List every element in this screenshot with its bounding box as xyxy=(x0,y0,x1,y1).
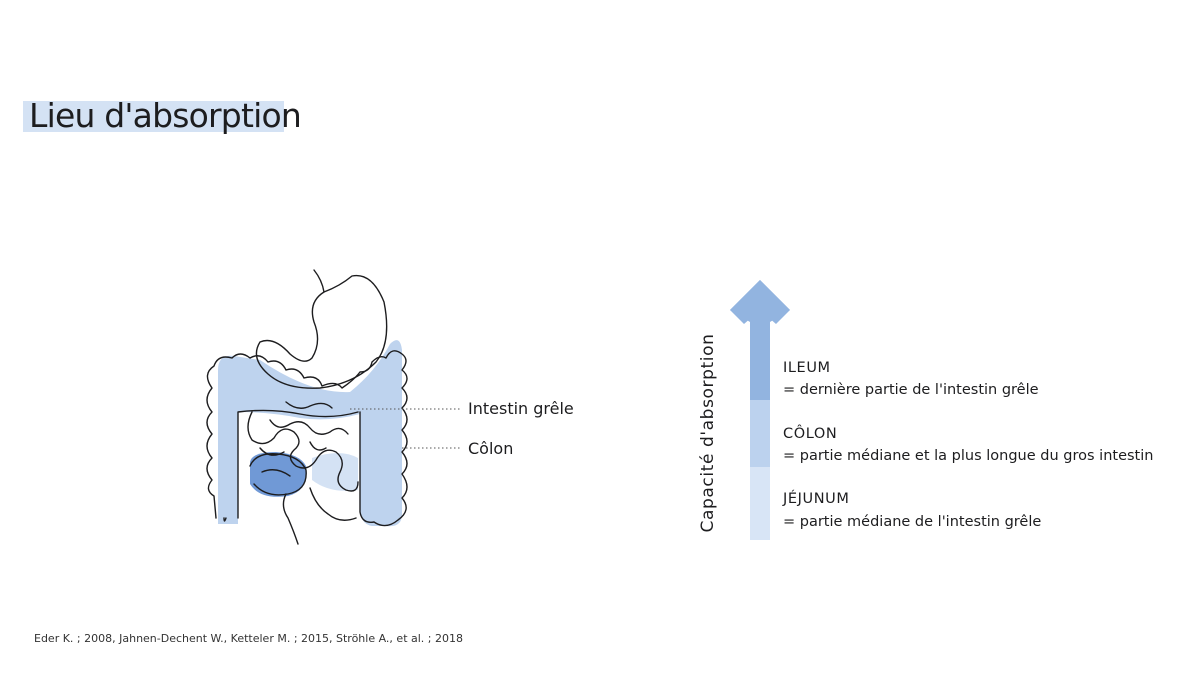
arrow-segment-ileum xyxy=(750,310,770,400)
colon-description: = partie médiane et la plus longue du gr… xyxy=(783,448,1154,464)
small-intestine-label: Intestin grêle xyxy=(468,399,574,418)
small-intestine-highlight xyxy=(312,453,358,491)
colon-name: CÔLON xyxy=(783,426,838,442)
arrow-segment-jejunum xyxy=(750,467,770,540)
colon-shape xyxy=(218,340,402,527)
axis-label: Capacité d'absorption xyxy=(698,333,718,533)
absorption-arrow xyxy=(730,280,790,540)
stomach-outline xyxy=(255,274,388,389)
page-title: Lieu d'absorption xyxy=(29,96,302,135)
appendix-outline xyxy=(223,517,227,522)
rectum-outline xyxy=(282,493,299,545)
jejunum-description: = partie médiane de l'intestin grêle xyxy=(783,514,1042,530)
arrow-segment-colon xyxy=(750,400,770,467)
esophagus-outline xyxy=(313,269,325,293)
ileum-name: ILEUM xyxy=(783,360,831,376)
ileum-outline xyxy=(249,453,307,496)
small-intestine-outline xyxy=(247,411,359,492)
colon-inner-outline xyxy=(237,409,359,519)
arrow-head-shoulders xyxy=(730,280,790,324)
colon-outline xyxy=(206,350,408,527)
title-highlight xyxy=(23,101,284,132)
digestive-tract-illustration xyxy=(206,269,462,545)
colon-label: Côlon xyxy=(468,439,514,458)
ileum-description: = dernière partie de l'intestin grêle xyxy=(783,382,1039,398)
source-citation: Eder K. ; 2008, Jahnen-Dechent W., Kette… xyxy=(34,632,463,645)
jejunum-name: JÉJUNUM xyxy=(783,491,850,507)
